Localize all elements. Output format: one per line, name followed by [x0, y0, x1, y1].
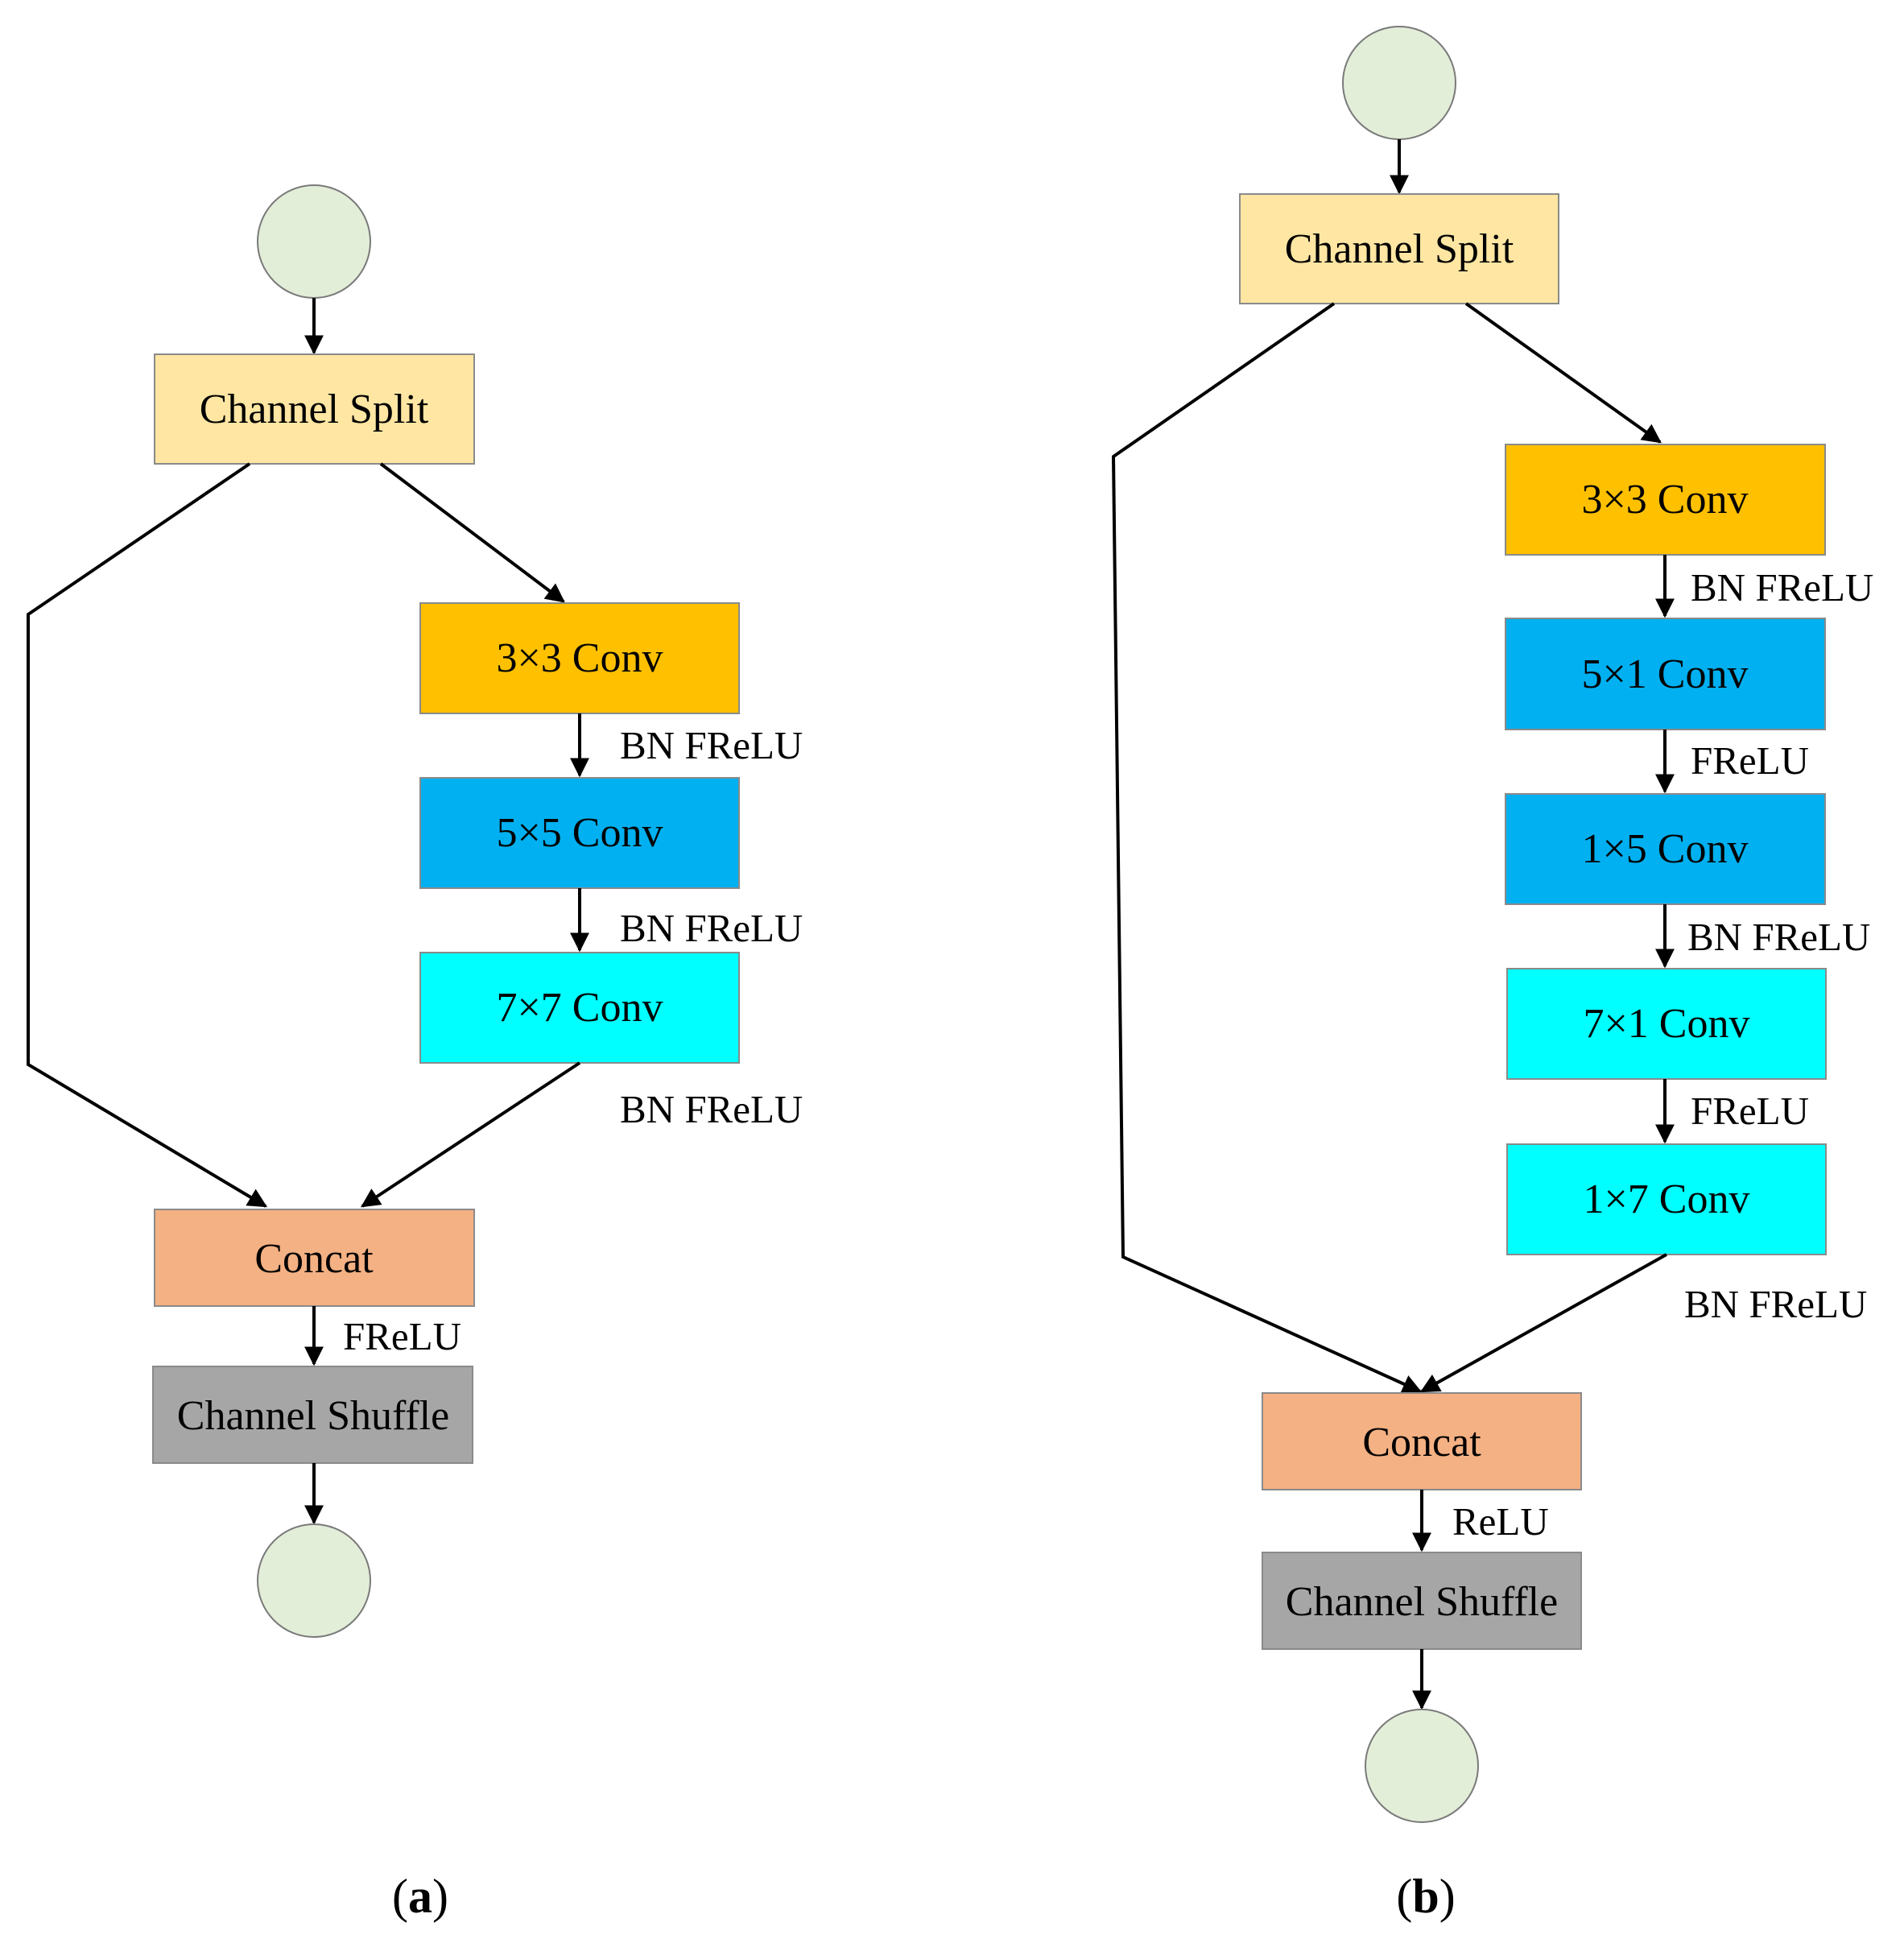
panel-b-conv71-label: 7×1 Conv [1583, 1001, 1749, 1047]
panel-b-input-node [1342, 26, 1456, 140]
panel-a-edge-label-conv7: BN FReLU [620, 1087, 803, 1131]
panel-a-input-node [257, 184, 371, 299]
panel-b: Channel Split 3×3 Conv BN FReLU 5×1 Conv… [1111, 26, 1873, 1923]
panel-a-conv7-label: 7×7 Conv [496, 985, 663, 1031]
panel-b-concat-label: Concat [1362, 1420, 1481, 1465]
panel-a-edge-label-conv5: BN FReLU [620, 906, 803, 950]
panel-b-bypass-path [1111, 302, 1423, 1394]
panel-a-conv5-box [419, 777, 740, 889]
panel-b-arrow-split-to-conv3 [1464, 302, 1662, 444]
panel-a-edge-label-concat: FReLU [343, 1314, 461, 1358]
panel-a-conv5-label: 5×5 Conv [496, 810, 663, 856]
panel-b-concat-box [1262, 1392, 1582, 1490]
panel-b-shuffle-label: Channel Shuffle [1286, 1579, 1558, 1625]
panel-a-arrow-split-to-conv3 [379, 462, 565, 603]
panel-b-channel-split-label: Channel Split [1285, 226, 1514, 272]
panel-b-conv51-label: 5×1 Conv [1581, 651, 1748, 697]
panel-b-edge-label-concat: ReLU [1452, 1499, 1549, 1544]
panel-a-channel-split-box [154, 353, 475, 465]
panel-b-conv3-box [1505, 444, 1826, 556]
panel-b-conv17-label: 1×7 Conv [1583, 1176, 1749, 1222]
panel-b-channel-split-box [1239, 193, 1559, 304]
panel-b-conv15-label: 1×5 Conv [1581, 826, 1748, 872]
panel-b-edge-label-conv15: BN FReLU [1687, 915, 1870, 959]
panel-a-edge-label-conv3: BN FReLU [620, 723, 803, 767]
panel-a-conv3-label: 3×3 Conv [496, 635, 663, 681]
panel-a-caption: (a) [392, 1870, 448, 1923]
panel-a-output-node [257, 1523, 371, 1638]
panel-a-shuffle-label: Channel Shuffle [177, 1393, 449, 1439]
panel-a: Channel Split 3×3 Conv BN FReLU 5×5 Conv… [27, 184, 803, 1923]
panel-b-conv3-label: 3×3 Conv [1581, 477, 1748, 523]
panel-b-caption: (b) [1396, 1870, 1455, 1923]
panel-b-conv51-box [1505, 618, 1826, 730]
panel-b-arrow-conv17-to-concat [1419, 1253, 1667, 1393]
panel-b-edge-label-conv3: BN FReLU [1691, 565, 1873, 610]
panel-b-conv15-box [1505, 793, 1826, 905]
panel-b-shuffle-box [1262, 1552, 1582, 1650]
panel-a-shuffle-box [152, 1366, 473, 1464]
panel-b-conv17-box [1506, 1143, 1827, 1255]
panel-b-output-node [1365, 1709, 1479, 1823]
panel-b-edge-label-conv17: BN FReLU [1684, 1282, 1867, 1326]
panel-a-concat-label: Concat [254, 1236, 374, 1282]
panel-b-edge-label-conv71: FReLU [1691, 1089, 1809, 1133]
panel-b-conv71-box [1506, 968, 1827, 1080]
panel-a-bypass-path [27, 462, 268, 1208]
panel-a-conv3-box [419, 602, 740, 714]
panel-a-channel-split-label: Channel Split [200, 387, 429, 432]
panel-a-conv7-box [419, 952, 740, 1064]
panel-b-edge-label-conv51: FReLU [1691, 738, 1809, 783]
panel-a-arrow-conv7-to-concat [360, 1061, 581, 1208]
